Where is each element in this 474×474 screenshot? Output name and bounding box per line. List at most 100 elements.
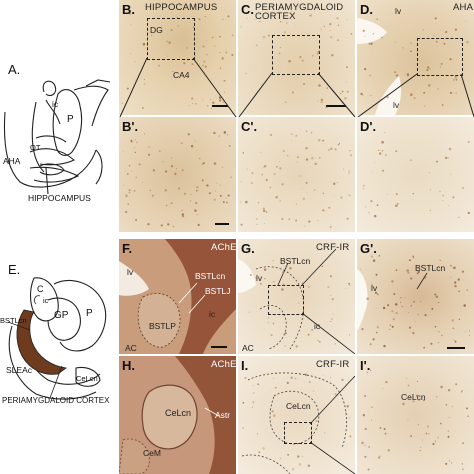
panel-g-prime-label-bstlcn: BSTLcn [415, 263, 446, 273]
panel-d-inset-box [417, 38, 463, 76]
panel-i-outline-lower [241, 454, 291, 474]
panel-f-tissue [119, 239, 236, 354]
schematic-a-label-hippocampus: HIPPOCAMPUS [28, 193, 91, 203]
panel-i-label: I. [241, 358, 249, 373]
panel-i-label-celcn: CeLcn [286, 401, 311, 411]
panel-g-prime-pointer [416, 272, 428, 290]
schematic-e-label-p: P [86, 308, 93, 319]
schematic-e-label-periamygdaloid: PERIAMYGDALOID CORTEX [2, 396, 110, 405]
panel-g-inset-box [268, 285, 304, 315]
panel-g-prime-label-lv: lv [371, 283, 378, 293]
panel-b-inset-box [147, 18, 195, 60]
panel-b-prime-scale-bar [215, 223, 229, 225]
panel-g-outline-outer [255, 266, 305, 350]
panel-h-tissue [119, 356, 236, 474]
panel-d-prime-label: D'. [360, 119, 377, 134]
schematic-e-label-c: C [37, 284, 44, 294]
panel-f-ventricle [119, 261, 149, 296]
panel-g-prime-label: G'. [360, 241, 377, 256]
panel-c-prime-label: C'. [241, 119, 258, 134]
schematic-e-label-gp: GP [54, 310, 69, 321]
panel-i-title: CRF-IR [316, 359, 350, 370]
panel-h: H. AChE CeLcn Astr CeM [119, 356, 236, 474]
panel-i-inset-connector-2 [309, 441, 355, 474]
panel-b-scale-bar [212, 105, 228, 107]
panel-f-scale-bar [211, 346, 227, 348]
panel-g-prime-tissue [357, 269, 428, 331]
panel-d-prime: D'. [357, 117, 474, 232]
panel-d-label-lv2: lv [393, 100, 400, 110]
schematic-e-drawing [7, 277, 107, 400]
schematic-e-label-ic: ic [43, 296, 49, 305]
panel-g-title: CRF-IR [316, 242, 350, 253]
schematic-a-label-ic: ic [52, 99, 59, 109]
panel-c-prime: C'. [238, 117, 355, 232]
panel-i-tissue [241, 372, 355, 474]
panel-h-label-cem: CeM [143, 448, 161, 458]
panel-i-inset-connector-1 [309, 375, 355, 425]
panel-f-bstlp-outline [137, 293, 181, 348]
panel-f-label-bstlp: BSTLP [149, 321, 176, 331]
panel-h-celcn-nucleus [141, 384, 198, 450]
panel-i-celcn-outline [269, 390, 320, 445]
panel-f-label: F. [122, 241, 133, 256]
panel-i: I. CRF-IR CeLcn [238, 356, 355, 474]
panel-d-ventricle-top [357, 18, 387, 44]
panel-i-outline-outer [247, 372, 347, 449]
panel-d-title: AHA [453, 2, 474, 13]
panel-f-label-bstlj: BSTLJ [205, 286, 231, 296]
panel-g-label-lv: lv [256, 273, 263, 283]
panel-c-scale-bar [326, 105, 346, 107]
panel-g-pointer-bstlcn [277, 262, 289, 286]
panel-h-title: AChE [211, 359, 236, 370]
panel-i-prime-label: I'. [360, 358, 371, 373]
panel-g-prime-scale-bar [447, 347, 465, 349]
panel-c-title: PERIAMYGDALOID CORTEX [255, 2, 344, 22]
schematic-e: C ic GP P BSTLcn SLEAc CeLcn PERIAMYGDAL… [0, 270, 120, 408]
panel-c-label: C. [241, 2, 254, 17]
panel-f-pointer-bstlcn [178, 282, 198, 304]
panel-c: C. PERIAMYGDALOID CORTEX [238, 0, 355, 115]
schematic-a-drawing [3, 79, 111, 195]
panel-g-label-ic: ic [314, 321, 321, 331]
panel-b-label-ca4: CA4 [173, 70, 190, 80]
panel-d-label-lv: lv [395, 6, 402, 16]
schematic-e-label-celcn: CeLcn [76, 374, 98, 383]
schematic-a-label-p: P [67, 114, 74, 125]
schematic-a: ic P OT AHA HIPPOCAMPUS [0, 72, 120, 203]
panel-c-title-line1: PERIAMYGDALOID [255, 2, 344, 13]
panel-f-title: AChE [211, 242, 236, 253]
panel-g-tissue [238, 248, 355, 354]
panel-b-prime-label: B'. [122, 119, 139, 134]
panel-c-title-line2: CORTEX [255, 11, 296, 22]
panel-d: D. lv AHA lv [357, 0, 474, 115]
panel-a-letter: A. [8, 62, 21, 77]
panel-f-label-lv: lv [127, 267, 134, 277]
panel-f-label-ic: ic [209, 309, 216, 319]
panel-h-pointer-astr [204, 407, 220, 417]
schematic-e-label-bstlcn: BSTLcn [0, 316, 27, 325]
panel-g-label: G. [241, 241, 255, 256]
schematic-a-label-aha: AHA [3, 156, 21, 166]
panel-b: B. HIPPOCAMPUS DG CA4 [119, 0, 236, 115]
panel-i-prime: I'. CeLcn [357, 356, 474, 474]
panel-g-inset-connector-1 [301, 248, 337, 286]
panel-i-inset-box [284, 422, 312, 444]
panel-b-title: HIPPOCAMPUS [145, 2, 218, 13]
panel-h-label-celcn: CeLcn [165, 408, 192, 418]
panel-g-inset-connector-2 [301, 312, 355, 354]
panel-g-prime-ventricle [357, 269, 368, 331]
panel-g: G. CRF-IR lv BSTLcn ic AC [238, 239, 355, 354]
panel-d-label: D. [360, 2, 373, 17]
panel-h-label: H. [122, 358, 135, 373]
schematic-e-label-slea: SLEAc [6, 365, 32, 375]
schematic-a-label-ot: OT [30, 143, 41, 152]
panel-f-dark-region [165, 239, 236, 354]
panel-b-label: B. [122, 2, 135, 17]
panel-b-prime: B'. [119, 117, 236, 232]
panel-f-label-bstlcn: BSTLcn [195, 271, 226, 281]
panel-g-label-ac: AC [242, 343, 254, 353]
panel-f: F. AChE lv BSTLcn BSTLJ ic BSTLP AC [119, 239, 236, 354]
panel-g-ventricle [238, 259, 256, 293]
